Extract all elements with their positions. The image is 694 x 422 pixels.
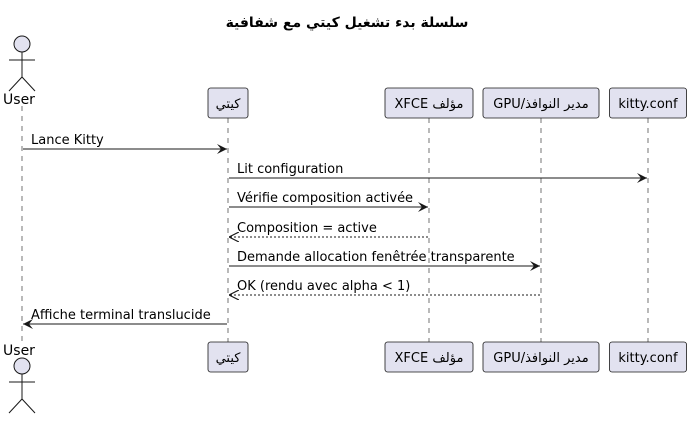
message-3: Vérifie composition activée [229, 191, 428, 212]
message-2: Lit configuration [229, 162, 647, 183]
top-gpu-participant: GPU/مدير النوافذ [482, 87, 600, 119]
bottom-conf-participant: kitty.conf [609, 341, 687, 373]
diagram-title: سلسلة بدء تشغيل كيتي مع شفافية [226, 15, 469, 31]
bottom-gpu-participant: GPU/مدير النوافذ [482, 341, 600, 373]
bottom-conf-participant-label: kitty.conf [618, 351, 678, 366]
bottom-xfce-participant-label: XFCE مؤلف [395, 351, 464, 366]
top-xfce-participant: XFCE مؤلف [384, 87, 474, 119]
bottom-user-actor: User [3, 343, 36, 414]
message-5: Demande allocation fenêtrée transparente [229, 250, 540, 271]
bottom-xfce-participant-box [384, 341, 474, 373]
top-kitty-participant: كيتي [207, 87, 249, 119]
message-1-label: Lance Kitty [31, 133, 104, 148]
message-6: OK (rendu avec alpha < 1) [229, 279, 540, 295]
message-7: Affiche terminal translucide [23, 308, 227, 329]
bottom-user-actor-leg-right [21, 398, 36, 414]
top-gpu-participant-box [482, 87, 600, 119]
message-7-label: Affiche terminal translucide [31, 308, 211, 323]
bottom-gpu-participant-label: GPU/مدير النوافذ [493, 351, 588, 366]
top-xfce-participant-label: XFCE مؤلف [395, 97, 464, 112]
message-3-label: Vérifie composition activée [237, 191, 413, 206]
bottom-user-actor-label: User [3, 343, 35, 359]
participants-top: User كيتي XFCE مؤلف GPU/مدير النوافذ kitty.c… [3, 35, 687, 119]
top-conf-participant: kitty.conf [609, 87, 687, 119]
top-conf-participant-box [609, 87, 687, 119]
bottom-user-actor-head [13, 357, 31, 375]
top-user-actor-leg-right [21, 76, 36, 92]
message-2-label: Lit configuration [237, 162, 343, 177]
bottom-user-actor-leg-left [8, 398, 23, 414]
top-kitty-participant-label: كيتي [216, 97, 242, 112]
participants-bottom: User كيتي XFCE مؤلف GPU/مدير النوافذ kitty.c… [3, 341, 687, 414]
bottom-xfce-participant: XFCE مؤلف [384, 341, 474, 373]
bottom-gpu-participant-box [482, 341, 600, 373]
bottom-kitty-participant: كيتي [207, 341, 249, 373]
bottom-kitty-participant-box [207, 341, 249, 373]
bottom-kitty-participant-label: كيتي [216, 351, 242, 366]
top-conf-participant-label: kitty.conf [618, 97, 678, 112]
top-gpu-participant-label: GPU/مدير النوافذ [493, 97, 588, 112]
top-xfce-participant-box [384, 87, 474, 119]
bottom-conf-participant-box [609, 341, 687, 373]
message-5-label: Demande allocation fenêtrée transparente [237, 250, 515, 265]
top-user-actor: User [3, 35, 36, 108]
message-6-label: OK (rendu avec alpha < 1) [237, 279, 410, 294]
top-kitty-participant-box [207, 87, 249, 119]
top-user-actor-label: User [3, 92, 35, 108]
top-user-actor-leg-left [8, 76, 23, 92]
message-1: Lance Kitty [23, 133, 227, 154]
message-4-label: Composition = active [237, 221, 377, 236]
top-user-actor-head [13, 35, 31, 53]
message-4: Composition = active [229, 221, 428, 237]
lifelines [21, 106, 649, 342]
